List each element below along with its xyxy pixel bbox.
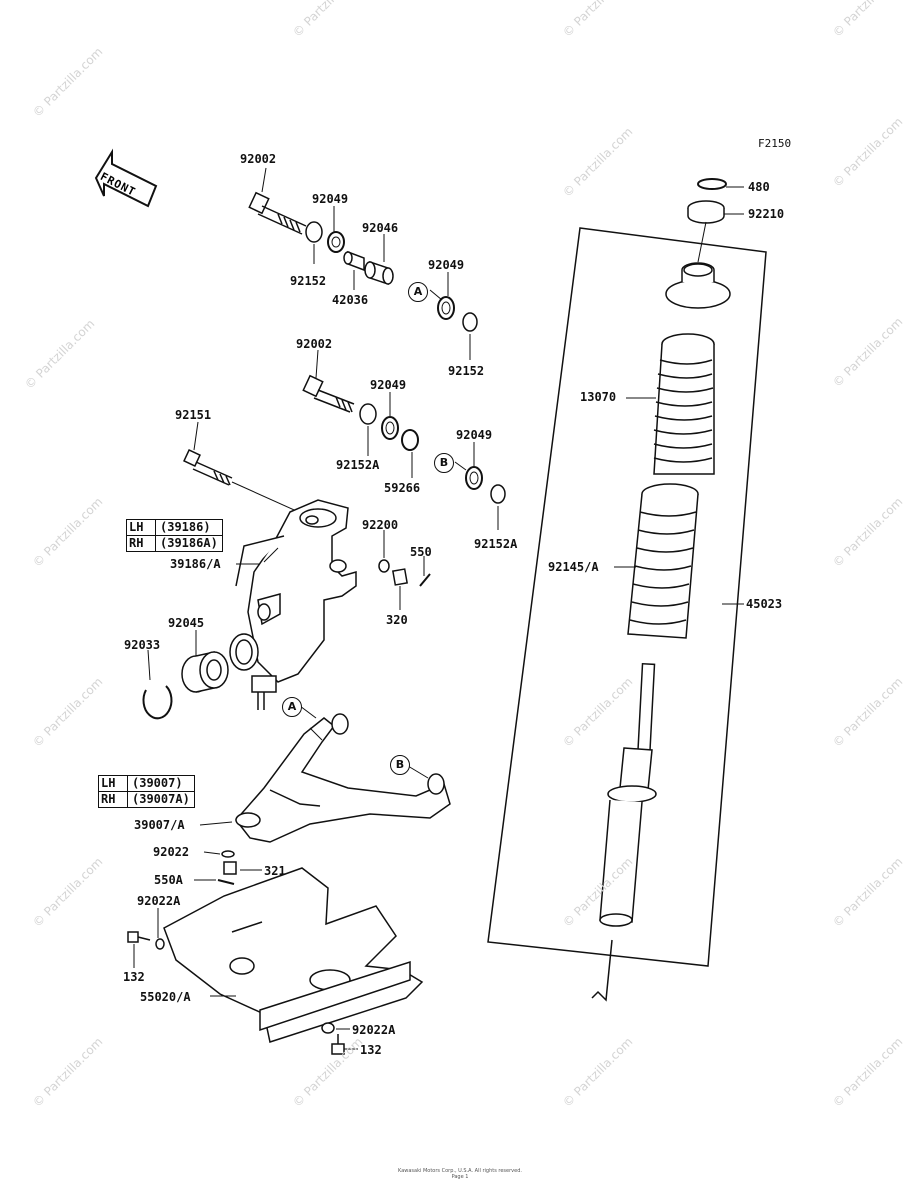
figure-code: F2150: [758, 137, 792, 150]
callout-45023: 45023: [746, 597, 783, 611]
callout-92022: 92022: [153, 845, 190, 859]
spring-seat-icon: [665, 262, 731, 309]
washer-92022a-icon: [321, 1022, 335, 1034]
callout-320: 320: [386, 613, 408, 627]
pivot-bolt-92002-low: [302, 374, 355, 413]
a-arm-39007-icon: [235, 713, 451, 843]
spring-92145-icon: [627, 483, 699, 639]
callout-92002: 92002: [240, 152, 277, 166]
callout-92151: 92151: [175, 408, 212, 422]
callout-92200: 92200: [362, 518, 399, 532]
ref-circle-a: A: [408, 282, 428, 302]
collar-42036-icon: [343, 250, 365, 272]
callout-92152: 92152: [448, 364, 485, 378]
callout-39007a: 39007/A: [134, 818, 185, 832]
callout-39186a: 39186/A: [170, 557, 221, 571]
washer-92022a-icon: [155, 938, 165, 950]
callout-13070: 13070: [580, 390, 617, 404]
callout-92022a: 92022A: [137, 894, 181, 908]
callout-132: 132: [360, 1043, 382, 1057]
castle-nut-320-icon: [392, 568, 408, 586]
damper-icon: [599, 662, 657, 927]
castle-nut-321-icon: [223, 861, 237, 875]
washer-92200-icon: [378, 559, 390, 573]
callout-92049: 92049: [428, 258, 465, 272]
nut-92210-icon: [687, 200, 725, 224]
washer-92152-icon: [462, 312, 478, 332]
callout-92145a: 92145/A: [548, 560, 599, 574]
bolt-92151-icon: [183, 449, 233, 486]
bushing-92046-icon: [364, 260, 394, 286]
callout-92002: 92002: [296, 337, 333, 351]
copyright-footer: Kawasaki Motors Corp., U.S.A. All rights…: [350, 1168, 570, 1180]
callout-550a: 550A: [154, 873, 183, 887]
washer-92022-icon: [221, 850, 235, 858]
cotter-pin-550-icon: [419, 573, 431, 587]
callout-92152a: 92152A: [336, 458, 380, 472]
callout-92152a: 92152A: [474, 537, 518, 551]
boot-13070-icon: [653, 333, 715, 475]
callout-321: 321: [264, 864, 286, 878]
callout-59266: 59266: [384, 481, 421, 495]
front-arrow-icon: [94, 148, 158, 208]
pivot-bolt-92002-top: [248, 191, 307, 235]
callout-92049: 92049: [456, 428, 493, 442]
bearing-92045-icon: [181, 651, 229, 693]
callout-92022a: 92022A: [352, 1023, 396, 1037]
ref-circle-a: A: [282, 697, 302, 717]
cotter-pin-550a-icon: [217, 879, 235, 885]
steering-knuckle-39186-icon: [229, 499, 357, 710]
callout-42036: 42036: [332, 293, 369, 307]
washer-92152-icon: [305, 221, 323, 243]
callout-92045: 92045: [168, 616, 205, 630]
side-table-knuckle: LH(39186) RH(39186A): [126, 519, 223, 552]
callout-550: 550: [410, 545, 432, 559]
callout-132: 132: [123, 970, 145, 984]
callout-480: 480: [748, 180, 770, 194]
callout-92210: 92210: [748, 207, 785, 221]
bearing-59266-icon: [401, 429, 419, 451]
callout-92033: 92033: [124, 638, 161, 652]
callout-55020a: 55020/A: [140, 990, 191, 1004]
shock-group-outline: [487, 227, 767, 967]
leader-lines: [133, 167, 744, 1050]
side-table-a-arm: LH(39007) RH(39007A): [98, 775, 195, 808]
bolt-132-icon: [127, 931, 151, 943]
guard-55020-icon: [163, 867, 424, 1043]
ref-circle-b: B: [390, 755, 410, 775]
callout-92152: 92152: [290, 274, 327, 288]
ref-circle-b: B: [434, 453, 454, 473]
circlip-480-icon: [697, 178, 727, 190]
callout-92049: 92049: [312, 192, 349, 206]
washer-92152a-icon: [490, 484, 506, 504]
circlip-92033-icon: [142, 685, 173, 720]
washer-92152a-icon: [359, 403, 377, 425]
footer-line-1: Kawasaki Motors Corp., U.S.A. All rights…: [398, 1168, 522, 1174]
callout-92046: 92046: [362, 221, 399, 235]
callout-92049: 92049: [370, 378, 407, 392]
footer-line-2: Page 1: [451, 1174, 469, 1180]
